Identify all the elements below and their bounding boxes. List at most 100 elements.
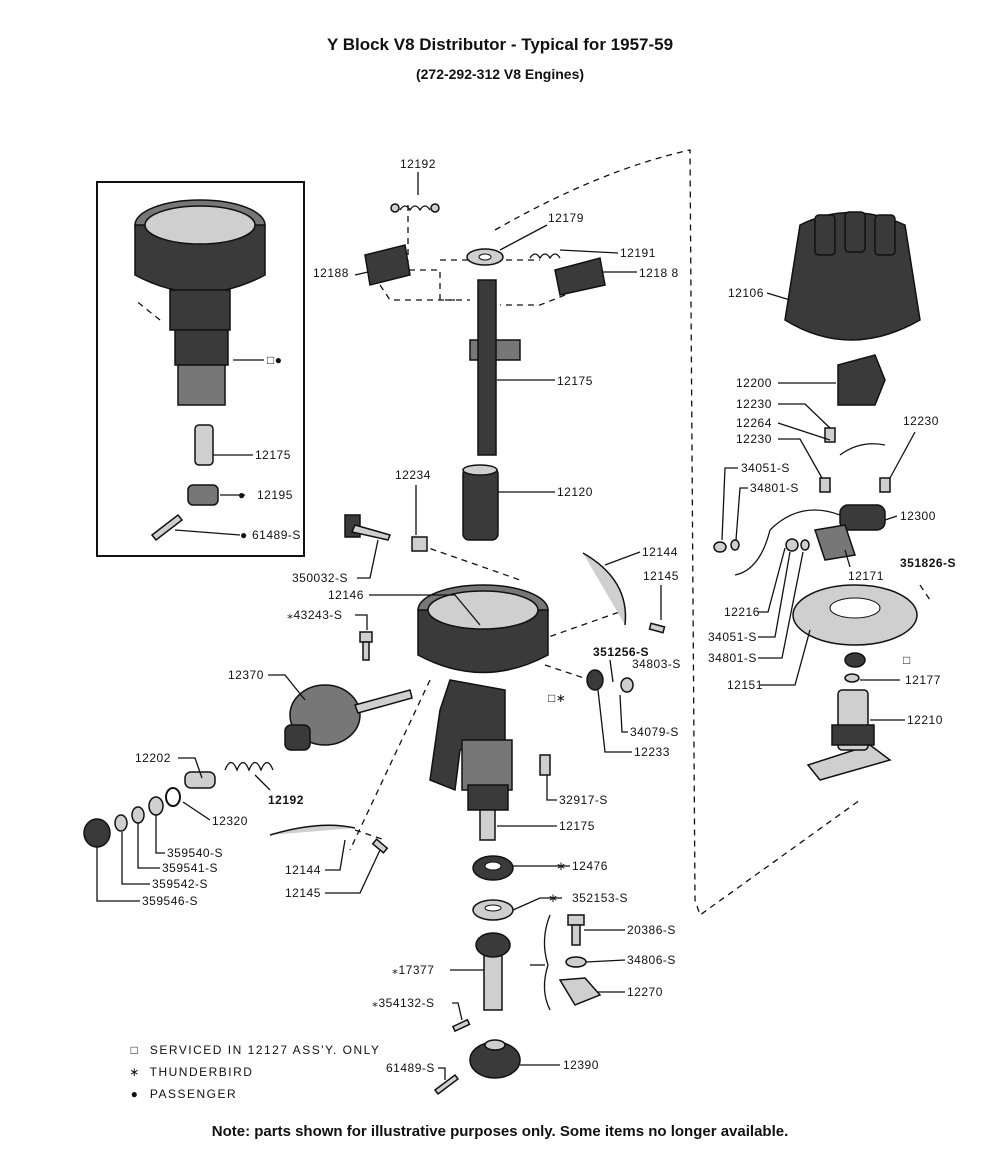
leader (121, 832, 150, 885)
connector-dash (349, 679, 431, 851)
breaker-plate-12151 (792, 584, 918, 646)
sleeve-12120 (462, 464, 499, 541)
label-12188-right: 1218 8 (639, 266, 679, 280)
leader (174, 529, 241, 536)
connector-dash (407, 205, 470, 301)
dot-icon: ● (130, 1087, 140, 1101)
terminal-34803 (620, 677, 634, 693)
leader (438, 1067, 446, 1080)
marker-inset-12195: ● (238, 488, 246, 502)
connector-dash (500, 294, 566, 306)
label-12192-bottom: 12192 (268, 793, 304, 807)
label-351256: 351256-S (593, 645, 649, 659)
leader (546, 775, 557, 801)
bracket-brace (543, 914, 551, 1011)
leader (182, 801, 211, 821)
leader (604, 551, 641, 566)
label-12144-bottom: 12144 (285, 863, 321, 877)
nut-washers-34051 (713, 538, 810, 553)
leader (778, 438, 823, 479)
leader (721, 467, 738, 541)
legend-text: PASSENGER (149, 1087, 238, 1101)
pin-354132 (451, 1018, 471, 1033)
leader (609, 659, 614, 683)
asterisk-icon: ∗ (129, 1065, 141, 1079)
shaft-17377 (475, 932, 511, 1011)
inset-collar (187, 484, 219, 506)
leader (559, 249, 619, 254)
label-12230-b: 12230 (736, 432, 772, 446)
label-12179: 12179 (548, 211, 584, 225)
label-12145-bottom: 12145 (285, 886, 321, 900)
connector-dash (539, 609, 626, 641)
label-34806: 34806-S (627, 953, 676, 967)
screw-20386 (567, 914, 585, 946)
leader (884, 515, 898, 521)
leader (355, 614, 368, 630)
leader (155, 815, 165, 854)
grommet-351256 (586, 669, 604, 691)
link-12144-bottom (269, 824, 356, 836)
pin-61489-bottom (433, 1073, 460, 1096)
label-17377: ⁎17377 (392, 963, 434, 977)
spring-12192-top (390, 203, 440, 213)
oring-12320 (165, 787, 181, 807)
label-12188-left: 12188 (313, 266, 349, 280)
label-12192: 12192 (400, 157, 436, 171)
label-12175-lower: 12175 (559, 819, 595, 833)
label-12234: 12234 (395, 468, 431, 482)
screw-32917 (539, 754, 551, 776)
label-12230-a: 12230 (736, 397, 772, 411)
nut-12177 (844, 652, 866, 683)
screws-12230 (819, 427, 891, 493)
weight-12188-right (554, 257, 606, 296)
label-12106: 12106 (728, 286, 764, 300)
marker-main-housing: □∗ (548, 691, 566, 705)
legend-item-thunderbird: ∗ THUNDERBIRD (125, 1065, 253, 1079)
label-350032: 350032-S (292, 571, 348, 585)
connector-dash (134, 299, 161, 321)
leader (889, 431, 916, 479)
label-359541: 359541-S (162, 861, 218, 875)
shaft-12175-upper (469, 279, 521, 456)
connector-dash (354, 829, 386, 841)
label-34801-top: 34801-S (750, 481, 799, 495)
leader (758, 551, 804, 659)
link-12144-top (582, 552, 627, 626)
leader (137, 823, 160, 869)
label-12210: 12210 (907, 713, 943, 727)
pin-12145-bottom (371, 838, 389, 854)
legend-item-passenger: ● PASSENGER (125, 1087, 237, 1101)
legend-text: THUNDERBIRD (149, 1065, 254, 1079)
spacer-12202 (184, 771, 216, 789)
inset-pin (150, 513, 184, 542)
label-354132: ⁎354132-S (372, 996, 435, 1010)
label-12177: 12177 (905, 673, 941, 687)
leader (758, 547, 786, 613)
leader (499, 224, 548, 251)
legend-text: SERVICED IN 12127 ASS'Y. ONLY (149, 1043, 381, 1057)
connector-dash (379, 284, 460, 301)
marker-inset-housing: □● (267, 353, 283, 367)
label-352153: 352153-S (572, 891, 628, 905)
weight-12188-left (364, 244, 411, 286)
label-12202: 12202 (135, 751, 171, 765)
spring-12192-bottom (224, 761, 274, 772)
label-12320: 12320 (212, 814, 248, 828)
marker-inset-61489: ● (240, 528, 248, 542)
leader (178, 757, 203, 779)
bracket-12270 (558, 977, 602, 1006)
clip-12234 (411, 536, 428, 552)
label-359542: 359542-S (152, 877, 208, 891)
label-12230-c: 12230 (903, 414, 939, 428)
leader (369, 594, 481, 626)
inset-shaft (194, 424, 214, 466)
label-12300: 12300 (900, 509, 936, 523)
bolt-43243 (359, 631, 373, 661)
label-12191: 12191 (620, 246, 656, 260)
marker-nut-12177: □ (903, 653, 911, 667)
label-12171: 12171 (848, 569, 884, 583)
label-12144-top: 12144 (642, 545, 678, 559)
leader (354, 271, 369, 276)
label-34051-top: 34051-S (741, 461, 790, 475)
